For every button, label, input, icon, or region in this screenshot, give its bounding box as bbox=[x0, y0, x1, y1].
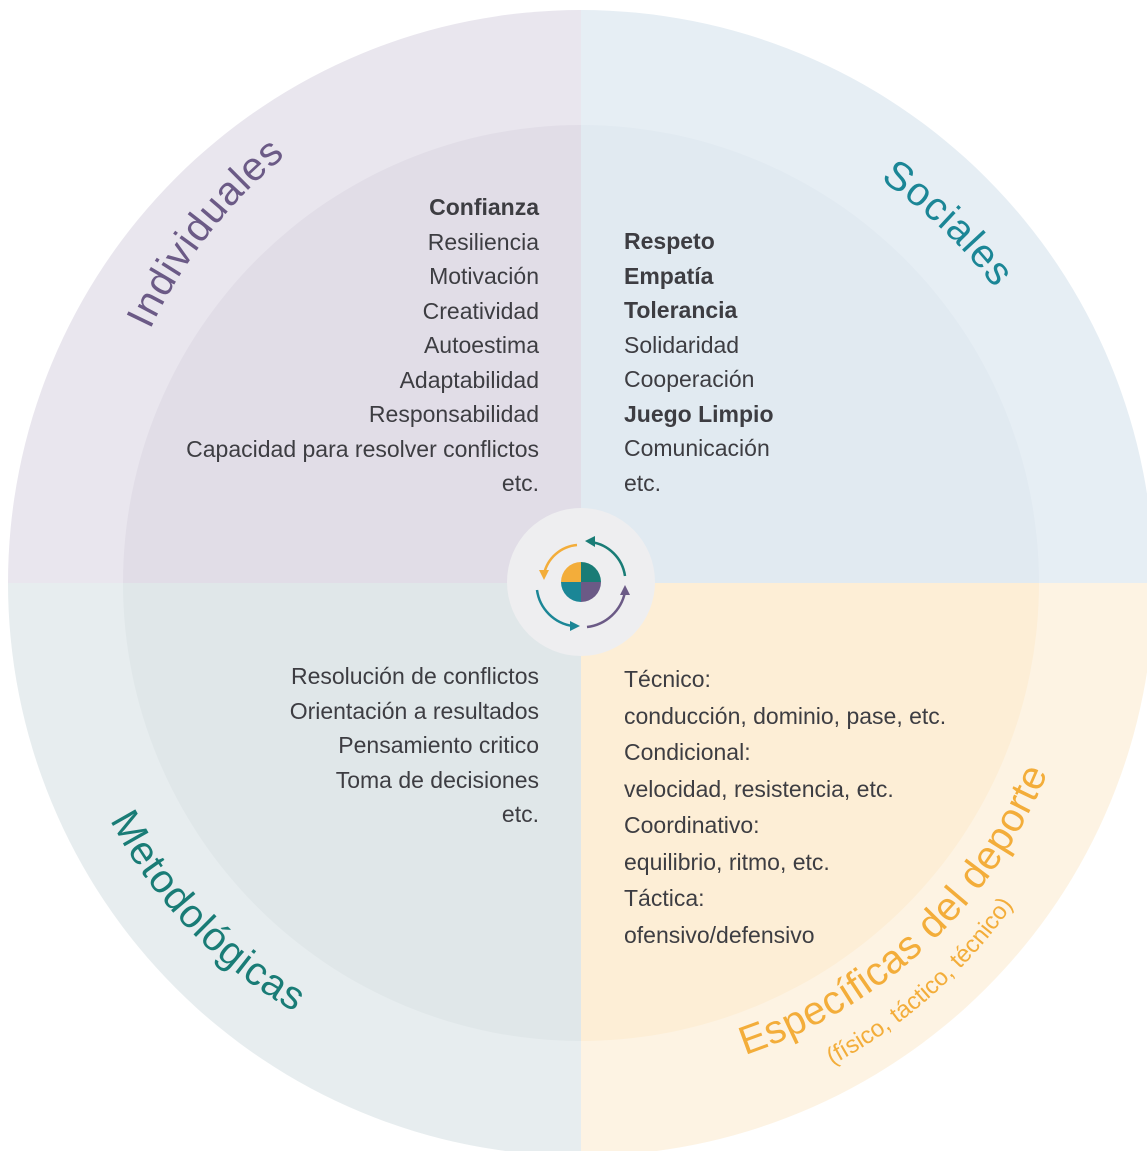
especificas-item: Técnico: bbox=[624, 666, 711, 692]
arrow-teal-head bbox=[570, 621, 580, 631]
individuales-item: Responsabilidad bbox=[368, 401, 539, 427]
sociales-item: Tolerancia bbox=[624, 297, 738, 323]
individuales-item: Adaptabilidad bbox=[399, 366, 539, 393]
individuales-item: Motivación bbox=[429, 263, 539, 289]
especificas-item: conducción, dominio, pase, etc. bbox=[624, 702, 947, 729]
list-especificas: Técnico: conducción, dominio, pase, etc. C… bbox=[624, 661, 946, 953]
arrow-orange bbox=[542, 543, 578, 575]
metodologicas-item: Resolución de conflictos bbox=[290, 663, 539, 689]
individuales-item: Resiliencia bbox=[427, 228, 539, 255]
especificas-item: Condicional: bbox=[624, 739, 751, 765]
arrow-teal bbox=[535, 589, 574, 628]
arrow-orange-head bbox=[539, 570, 549, 580]
metodologicas-item: Pensamiento critico bbox=[338, 732, 539, 758]
metodologicas-item: Orientación a resultados bbox=[289, 697, 539, 724]
arrow-green bbox=[590, 540, 627, 577]
sociales-item: Juego Limpio bbox=[624, 400, 774, 427]
individuales-item: Capacidad para resolver conflictos bbox=[186, 435, 539, 462]
especificas-item: equilibrio, ritmo, etc. bbox=[624, 848, 830, 875]
individuales-item: Confianza bbox=[429, 194, 539, 220]
pie-green bbox=[581, 562, 601, 582]
especificas-item: Táctica: bbox=[624, 885, 705, 911]
sociales-item: etc. bbox=[624, 469, 662, 496]
pie-teal bbox=[561, 582, 581, 602]
sociales-item: Respeto bbox=[624, 228, 715, 254]
pie-purple bbox=[581, 582, 601, 602]
individuales-item: Creatividad bbox=[422, 297, 539, 324]
especificas-item: ofensivo/defensivo bbox=[624, 921, 815, 948]
individuales-item: etc. bbox=[501, 470, 539, 496]
especificas-item: velocidad, resistencia, etc. bbox=[624, 775, 894, 802]
arrow-purple-head bbox=[620, 585, 630, 595]
pie-orange bbox=[561, 562, 581, 582]
especificas-item: Coordinativo: bbox=[624, 812, 760, 838]
individuales-item: Autoestima bbox=[423, 332, 539, 358]
sociales-item: Cooperación bbox=[624, 366, 755, 392]
sociales-item: Empatía bbox=[624, 262, 714, 289]
arrow-purple bbox=[586, 591, 627, 629]
sociales-item: Solidaridad bbox=[624, 331, 740, 358]
cycle-icon bbox=[507, 508, 655, 656]
sociales-item: Comunicación bbox=[624, 435, 770, 461]
arrow-green-head bbox=[585, 536, 595, 547]
metodologicas-item: etc. bbox=[501, 801, 539, 827]
metodologicas-item: Toma de decisiones bbox=[335, 766, 539, 793]
